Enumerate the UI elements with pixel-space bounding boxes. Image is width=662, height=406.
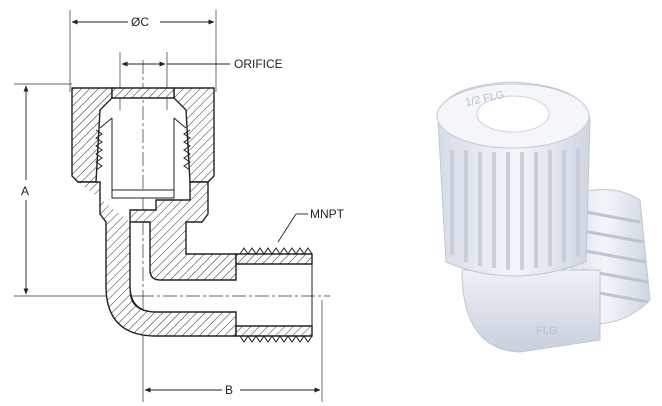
photo-elbow-body [461,269,601,353]
photo-side-lettering: FLG [536,325,557,337]
nut-top-lip [111,87,175,99]
dim-b-label: B [225,383,233,397]
photo-nut [436,81,591,277]
nut-thread-left [95,129,103,171]
nut-thread-right [183,129,191,171]
tube-walls [111,118,175,196]
mnpt-leader [277,213,297,243]
outlet-thread-top [239,247,313,255]
bore-inner-curve [129,222,157,313]
dim-a-label: A [21,184,29,198]
mnpt-label: MNPT [310,207,345,221]
ferrule-edges [99,117,187,129]
tube-end-band [111,189,175,199]
orifice-label: ORIFICE [234,57,283,71]
dim-c-label: ØC [131,15,149,29]
outlet-thread-bottom [239,335,313,343]
